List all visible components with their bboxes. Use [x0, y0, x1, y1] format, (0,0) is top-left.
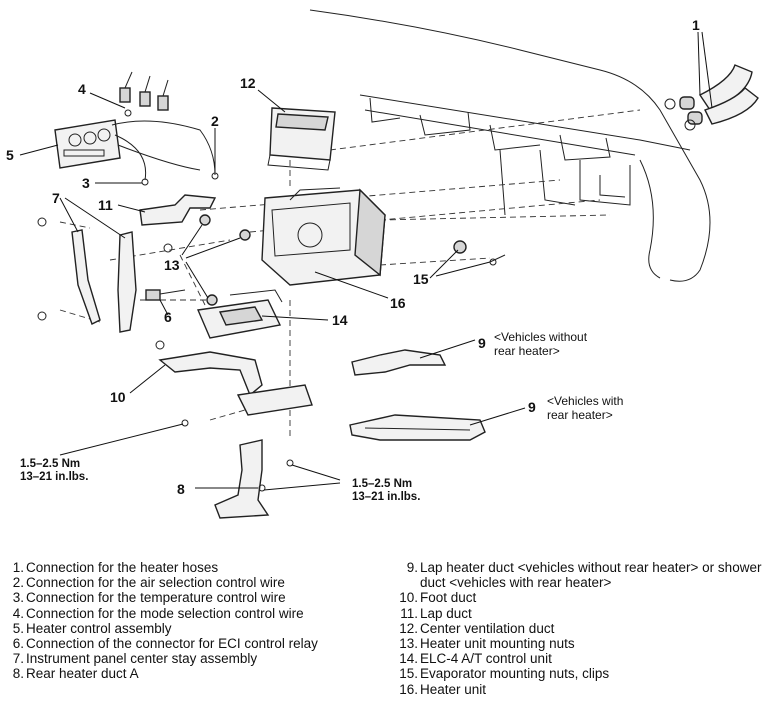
note-without-rear-heater-1: <Vehicles without — [494, 330, 588, 344]
callout-15: 15 — [413, 271, 429, 287]
legend-item: 7.Instrument panel center stay assembly — [12, 651, 258, 667]
callout-8: 8 — [177, 481, 185, 497]
dashboard-outline — [309, 9, 711, 282]
legend-item: 12.Center ventilation duct — [399, 620, 555, 636]
legend-item: 15.Evaporator mounting nuts, clips — [399, 666, 610, 682]
legend-item: 11.Lap duct — [400, 605, 472, 621]
legend-item: 16.Heater unit — [399, 681, 487, 697]
heater-hoses — [664, 64, 759, 131]
note-with-rear-heater-2: rear heater> — [547, 408, 613, 422]
center-ventilation-duct — [267, 107, 336, 171]
legend-item: 9.Lap heater duct <vehicles without rear… — [406, 560, 762, 591]
note-without-rear-heater-2: rear heater> — [494, 344, 560, 358]
legend-left: 1.Connection for the heater hoses 2.Conn… — [6, 560, 361, 682]
callout-13: 13 — [164, 257, 180, 273]
callout-9-with: 9 — [528, 399, 536, 415]
rear-heater-duct-a — [181, 419, 294, 519]
callout-3: 3 — [82, 175, 90, 191]
leader-lines — [19, 31, 713, 491]
legend-item: 1.Connection for the heater hoses — [12, 560, 219, 575]
callout-7: 7 — [52, 190, 60, 206]
assembly-lines — [59, 109, 641, 440]
foot-duct — [158, 351, 313, 416]
eci-connector — [145, 289, 186, 301]
legend-item: 6.Connection of the connector for ECI co… — [12, 636, 318, 652]
legend-item: 13.Heater unit mounting nuts — [399, 636, 575, 652]
lap-duct — [139, 194, 217, 226]
callout-14: 14 — [332, 312, 348, 328]
legend-item: 5.Heater control assembly — [12, 620, 172, 636]
callout-2: 2 — [211, 113, 219, 129]
callout-4: 4 — [78, 81, 86, 97]
lap-heater-duct — [351, 349, 447, 376]
heater-control-assembly — [54, 119, 121, 169]
callout-12: 12 — [240, 75, 256, 91]
exploded-diagram: 1 2 3 4 5 6 7 8 9 9 10 11 12 13 14 15 16… — [6, 9, 759, 519]
center-stay-assembly — [37, 217, 173, 350]
legend-right: 9.Lap heater duct <vehicles without rear… — [396, 560, 764, 697]
elc4-control-unit — [196, 289, 283, 339]
legend-item: 3.Connection for the temperature control… — [12, 590, 286, 606]
callout-5: 5 — [6, 147, 14, 163]
callout-6: 6 — [164, 309, 172, 325]
legend-item: 10.Foot duct — [399, 590, 477, 606]
torque-left-inlbs: 13–21 in.lbs. — [20, 471, 88, 483]
legend-item: 2.Connection for the air selection contr… — [12, 575, 285, 591]
heater-unit — [261, 187, 386, 286]
shower-duct — [349, 414, 486, 441]
control-wires — [111, 109, 219, 186]
note-with-rear-heater-1: <Vehicles with — [547, 394, 623, 408]
torque-right-inlbs: 13–21 in.lbs. — [352, 491, 420, 503]
torque-left-nm: 1.5–2.5 Nm — [20, 458, 80, 470]
legend-item: 4.Connection for the mode selection cont… — [12, 605, 304, 621]
legend-item: 8.Rear heater duct A — [12, 666, 139, 682]
callout-11: 11 — [98, 197, 113, 213]
callout-10: 10 — [110, 389, 126, 405]
callout-1: 1 — [692, 17, 700, 33]
connector-plugs — [119, 71, 169, 111]
legend-item: 14.ELC-4 A/T control unit — [399, 651, 552, 667]
callout-9-without: 9 — [478, 335, 486, 351]
torque-right-nm: 1.5–2.5 Nm — [352, 478, 412, 490]
callout-16: 16 — [390, 295, 406, 311]
